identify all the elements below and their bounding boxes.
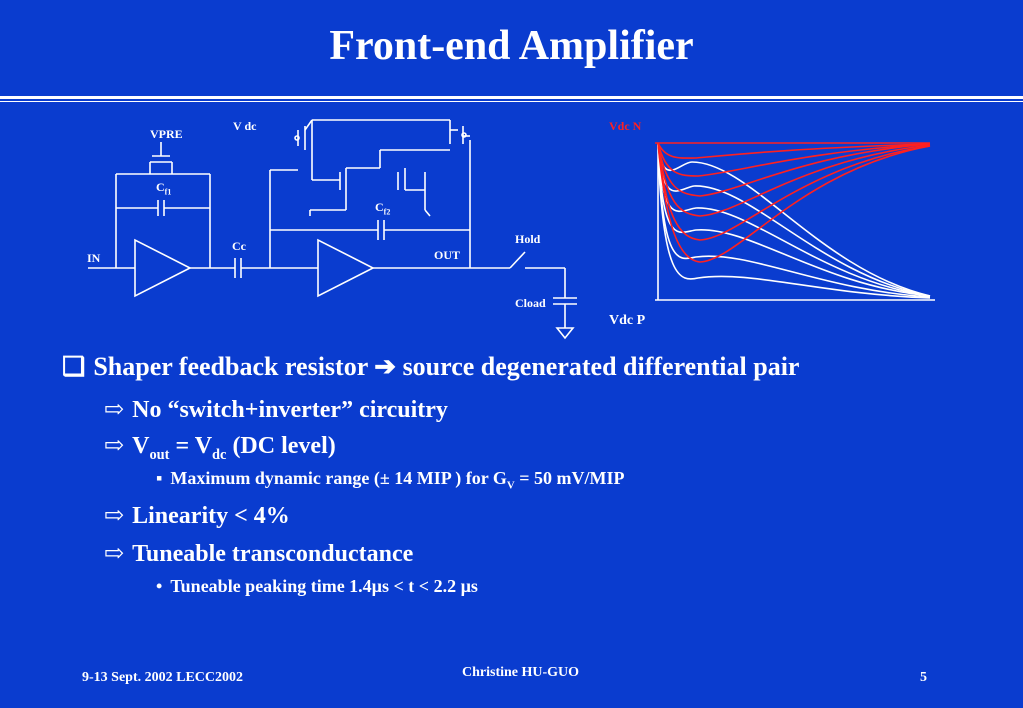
page-number: 5 — [920, 670, 927, 685]
hollow-arrow-icon: ⇨ — [104, 503, 125, 529]
bullet-dynamic-range: ▪Maximum dynamic range (± 14 MIP ) for G… — [156, 468, 625, 492]
response-plot — [655, 142, 935, 301]
footer-author: Christine HU-GUO — [462, 665, 580, 680]
m2-bubble — [461, 132, 467, 138]
cf1-label: Cf1 — [156, 180, 172, 197]
vdc-label: V dc — [233, 119, 257, 133]
right-tail — [424, 209, 431, 217]
cf2-label: Cf2 — [375, 200, 391, 217]
hold-label: Hold — [515, 232, 541, 246]
m1-source — [304, 119, 313, 131]
bullet-shaper: ❑Shaper feedback resistor ➔ source degen… — [62, 352, 800, 381]
vdcn-label: Vdc N — [609, 119, 642, 133]
bullet-peaking-time: •Tuneable peaking time 1.4µs < t < 2.2 µ… — [156, 576, 478, 596]
m1-bubble — [294, 135, 300, 141]
vpre-label: VPRE — [150, 127, 183, 141]
vdcp-label: Vdc P — [609, 313, 646, 328]
bullet-vout: ⇨Vout = Vdc (DC level) — [104, 430, 336, 464]
bullet-transconductance: ⇨Tuneable transconductance — [104, 538, 413, 568]
bullet-no-switch: ⇨No “switch+inverter” circuitry — [104, 394, 448, 424]
footer-date: 9-13 Sept. 2002 LECC2002 — [82, 670, 244, 685]
out-label: OUT — [434, 248, 461, 262]
circuit-schematic — [88, 119, 577, 340]
arrow-right-icon: ➔ — [374, 352, 397, 381]
preamp-triangle — [134, 238, 192, 298]
checkbox-bullet-icon: ❑ — [62, 352, 86, 381]
hold-switch-blade — [509, 251, 526, 269]
bullet-linearity: ⇨Linearity < 4% — [104, 500, 290, 530]
title-rule-thick — [0, 96, 1023, 99]
dot-bullet-icon: • — [156, 576, 163, 596]
cc-label: Cc — [232, 239, 246, 253]
in-label: IN — [87, 251, 101, 265]
cload-label: Cload — [515, 296, 546, 310]
square-bullet-icon: ▪ — [156, 468, 163, 488]
slide-title: Front-end Amplifier — [329, 23, 694, 69]
ground-symbol — [555, 327, 575, 340]
hollow-arrow-icon: ⇨ — [104, 433, 125, 459]
title-rule-thin — [0, 101, 1023, 102]
shaper-triangle — [317, 238, 375, 298]
hollow-arrow-icon: ⇨ — [104, 541, 125, 567]
hollow-arrow-icon: ⇨ — [104, 397, 125, 423]
